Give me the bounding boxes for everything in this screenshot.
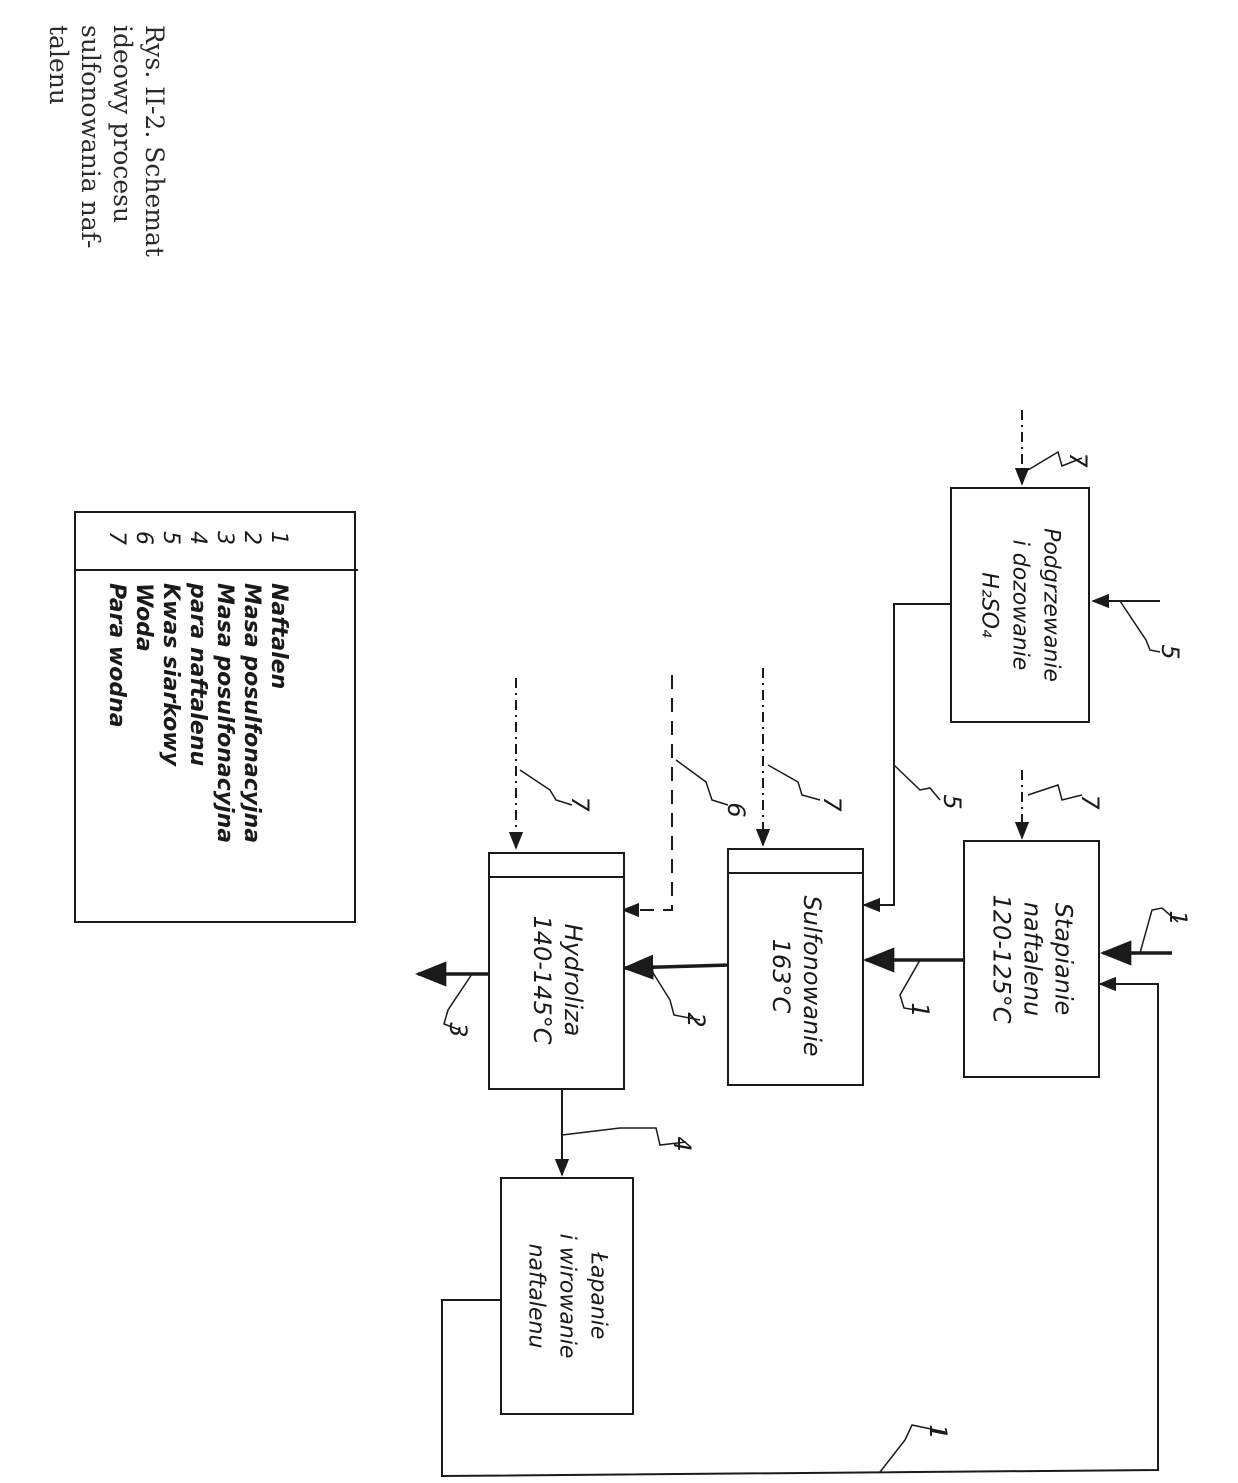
- box-text: naftalenu: [523, 1243, 549, 1349]
- stream-label: 1: [924, 1424, 952, 1440]
- box-text: Łapanie: [585, 1252, 611, 1340]
- box-label: Hydroliza 140-145°C: [526, 916, 588, 1045]
- legend-number: 4: [185, 531, 210, 545]
- box-divider: [490, 876, 623, 878]
- legend-number: 6: [131, 531, 156, 545]
- box-label: Sulfonowanie 163°C: [765, 896, 827, 1057]
- box-text: 140-145°C: [527, 915, 556, 1045]
- stream-label: 7: [1076, 794, 1104, 810]
- stream-label: 7: [1064, 452, 1092, 468]
- box-text: naftalenu: [1018, 901, 1046, 1017]
- box-lapanie: Łapanie i wirowanie naftalenu: [500, 1177, 634, 1415]
- stream-label: 1: [1164, 910, 1192, 926]
- leader-4: [561, 1127, 687, 1146]
- leader-1-mid: [899, 959, 929, 1013]
- leader-2: [649, 967, 701, 1021]
- stream-label: 6: [722, 802, 750, 818]
- box-divider: [729, 872, 862, 874]
- leader-7-sulfonowanie: [767, 764, 821, 801]
- legend-label: Naftalen: [266, 583, 291, 690]
- stream-label: 1: [906, 1002, 934, 1018]
- box-stapianie: Stapianie naftalenu 120-125°C: [963, 840, 1100, 1078]
- legend-number: 2: [239, 531, 264, 545]
- box-text: i wirowanie: [554, 1233, 580, 1359]
- box-text: Stapianie: [1049, 902, 1077, 1016]
- box-text: 163°C: [766, 939, 795, 1014]
- stream-5-to-sulfonowanie: [862, 603, 950, 913]
- leader-7-stapianie: [1027, 784, 1083, 801]
- legend-number: 7: [104, 531, 129, 545]
- box-sulfonowanie: Sulfonowanie 163°C: [727, 848, 864, 1086]
- box-podgrzewanie: Podgrzewanie i dozowanie H₂SO₄: [950, 487, 1090, 723]
- legend-row: 7 Para wodna: [103, 513, 130, 925]
- box-text: Sulfonowanie: [797, 895, 826, 1057]
- legend-row: 2 Masa posulfonacyjna: [238, 513, 265, 925]
- legend-label: Para wodna: [104, 583, 129, 728]
- legend-number: 1: [266, 531, 291, 545]
- legend-label: Masa posulfonacyjna: [239, 583, 264, 844]
- leader-7-hydroliza: [519, 769, 573, 806]
- stream-label: 5: [938, 794, 966, 810]
- box-text: i dozowanie: [1007, 539, 1033, 671]
- legend-label: para naftalenu: [185, 583, 210, 767]
- stream-6-hydroliza: [621, 675, 673, 918]
- leader-6-hydroliza: [675, 759, 729, 806]
- stream-label: 7: [818, 796, 846, 812]
- box-text: 120-125°C: [987, 894, 1015, 1024]
- leader-1-recycle: [879, 1424, 946, 1473]
- box-label: Stapianie naftalenu 120-125°C: [985, 894, 1078, 1023]
- leader-1-in: [1139, 907, 1179, 954]
- box-text: H₂SO₄: [976, 572, 1002, 638]
- stream-2: [621, 954, 731, 980]
- legend-row: 6 Woda: [130, 513, 157, 925]
- box-hydroliza: Hydroliza 140-145°C: [488, 852, 625, 1090]
- legend-row: 4 para naftalenu: [184, 513, 211, 925]
- legend-number: 5: [158, 531, 183, 545]
- box-text: Hydroliza: [558, 924, 587, 1037]
- leader-7-podgrzewanie: [1027, 450, 1083, 471]
- stream-1-recycle: [441, 976, 1159, 1478]
- box-label: Łapanie i wirowanie naftalenu: [521, 1234, 614, 1359]
- legend-row: 1 Naftalen: [265, 513, 292, 925]
- legend-number: 3: [212, 531, 237, 545]
- box-label: Podgrzewanie i dozowanie H₂SO₄: [974, 528, 1067, 682]
- legend-label: Woda: [131, 583, 156, 652]
- box-text: Podgrzewanie: [1038, 528, 1064, 682]
- legend-label: Kwas siarkowy: [158, 583, 183, 766]
- leader-5-mid: [893, 764, 941, 801]
- stream-label: 3: [444, 1022, 472, 1038]
- leader-5-in: [1119, 600, 1161, 653]
- stream-label: 5: [1156, 644, 1184, 660]
- legend-row: 3 Masa posulfonacyjna: [211, 513, 238, 925]
- legend-content: 1 Naftalen 2 Masa posulfonacyjna 3 Masa …: [76, 513, 358, 925]
- legend-table: 1 Naftalen 2 Masa posulfonacyjna 3 Masa …: [74, 511, 358, 925]
- stream-label: 2: [682, 1012, 710, 1028]
- stream-label: 4: [668, 1136, 696, 1152]
- legend-row: 5 Kwas siarkowy: [157, 513, 184, 925]
- stream-label: 7: [566, 796, 594, 812]
- legend-label: Masa posulfonacyjna: [212, 583, 237, 844]
- leader-3: [443, 973, 473, 1031]
